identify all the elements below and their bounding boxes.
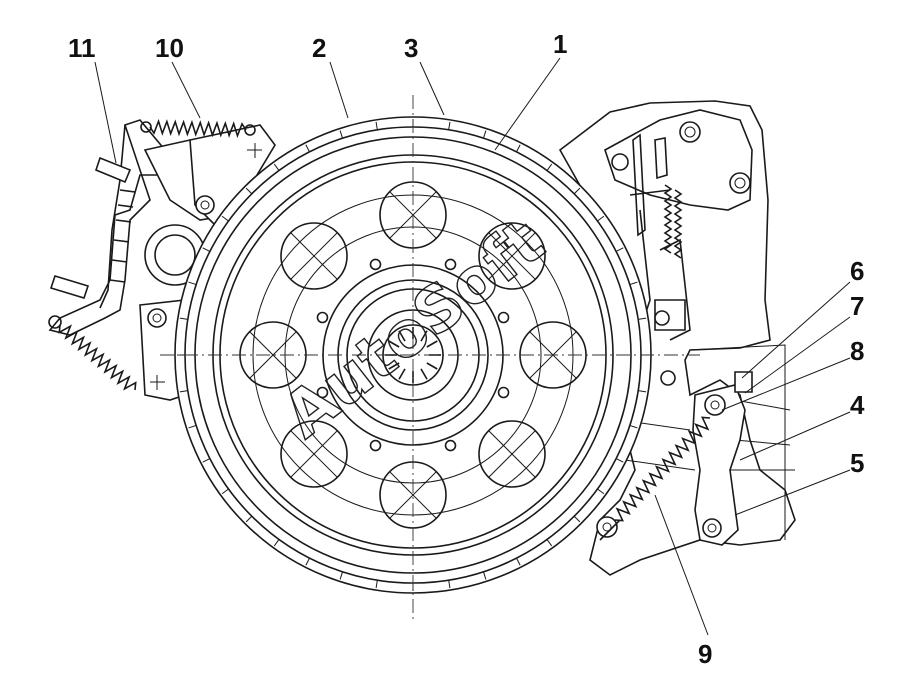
lining-segment [546,539,553,547]
bolt-icon [611,153,629,171]
lining-segment [516,557,521,566]
bolt-icon [729,172,751,194]
lining-segment [305,557,310,566]
lining-segment [339,571,344,580]
lining-segment [202,458,211,463]
lining-segment [221,488,229,495]
drum-hole [280,222,348,290]
lining-segment [179,390,188,393]
spline-tooth [420,368,428,380]
upper-right-bracket [604,109,753,386]
lining-segment [245,515,253,523]
lining-segment [597,215,605,222]
lining-segment [245,187,253,195]
lining-segment [375,121,378,130]
lining-segment [179,317,188,320]
callout-2: 2 [312,33,326,63]
callout-4: 4 [850,390,865,420]
callout-11: 11 [68,33,96,63]
bolt-hole [497,386,510,399]
lining-segment [516,144,521,153]
bolt-hole [316,386,329,399]
lining-segment [305,144,310,153]
lining-segment [188,281,197,286]
lining-segment [638,390,647,393]
spline-tooth [420,330,428,342]
bolt-hole [444,439,457,452]
lining-segment [629,424,638,429]
lining-segment [615,247,624,252]
drum-hole [478,222,546,290]
callout-labels: 11 10 2 3 1 6 7 8 4 5 9 [68,29,865,669]
lining-segment [482,571,487,580]
lining-segment [188,424,197,429]
drum-hole [478,420,546,488]
lining-segment [375,580,378,589]
spring-nine [596,416,711,541]
spline-tooth [388,340,400,348]
callout-10: 10 [155,33,184,63]
spline-tooth [398,330,406,342]
spline-tooth [388,362,400,370]
callout-8: 8 [850,336,864,366]
bolt-hole [369,439,382,452]
lining-segment [221,215,229,222]
spring-left-lower [48,315,137,391]
callout-7: 7 [850,291,864,321]
lining-segment [629,281,638,286]
leader-lines [94,57,851,636]
lining-segment [202,247,211,252]
lining-segment [597,488,605,495]
callout-5: 5 [850,448,864,478]
bolt-hole [369,258,382,271]
lining-segment [482,130,487,139]
callout-9: 9 [698,639,712,669]
spline-tooth [426,362,438,370]
lining-segment [573,187,581,195]
bolt-icon [679,121,701,143]
spline-tooth [426,340,438,348]
lining-segment [638,317,647,320]
bolt-hole [316,311,329,324]
left-bracket [48,119,276,401]
bolt-hole [444,258,457,271]
lining-segment [448,121,451,130]
spring-ten [140,118,256,139]
lining-segment [273,539,280,547]
brake-drum [160,95,700,620]
lining-segment [615,458,624,463]
callout-1: 1 [553,29,567,59]
bolt-hole [497,311,510,324]
spline-tooth [398,368,406,380]
housing-frame [558,100,796,576]
lining-segment [448,580,451,589]
lining-segment [573,515,581,523]
callout-6: 6 [850,256,864,286]
drum-hole [280,420,348,488]
callout-3: 3 [404,33,418,63]
lining-segment [546,163,553,171]
lining-segment [273,163,280,171]
lining-segment [339,130,344,139]
